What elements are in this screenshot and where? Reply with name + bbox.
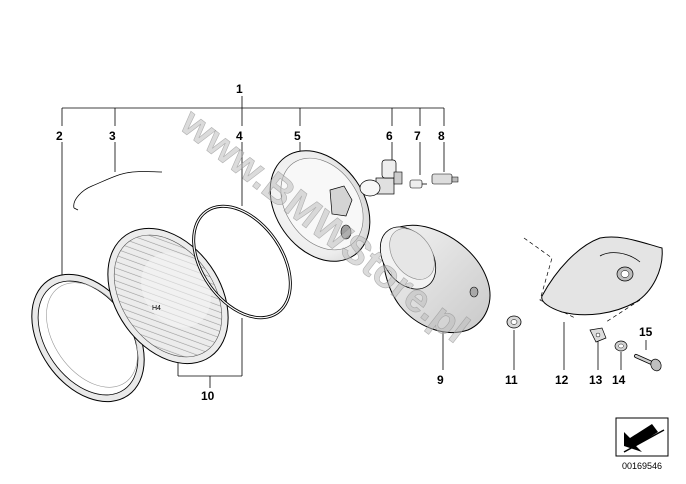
callout-15: 15 <box>639 325 653 339</box>
part-8-bulb-socket <box>431 173 459 185</box>
diagram-code: 00169546 <box>622 461 662 471</box>
callout-7: 7 <box>414 129 421 143</box>
part-3-retaining-wire <box>73 171 163 211</box>
callout-2: 2 <box>56 129 63 143</box>
callout-4: 4 <box>236 129 243 143</box>
part-5-reflector <box>269 150 371 262</box>
part-6-bulb <box>359 159 403 197</box>
callout-10: 10 <box>201 389 215 403</box>
callout-1: 1 <box>236 82 243 96</box>
callout-labels: 1 2 3 4 5 6 7 8 9 10 11 12 13 14 15 <box>56 82 653 403</box>
part-15-screw <box>634 354 662 372</box>
part-14-washer <box>614 340 628 352</box>
part-12-bracket <box>541 236 663 316</box>
part-9-housing <box>379 224 491 333</box>
callout-5: 5 <box>294 129 301 143</box>
lens-marking: H4 <box>152 305 161 312</box>
part-4-seal-ring <box>192 204 292 320</box>
callout-13: 13 <box>589 373 603 387</box>
arrow-direction-icon <box>615 417 669 457</box>
part-11-rubber-grommet <box>506 315 522 329</box>
callout-6: 6 <box>386 129 393 143</box>
callout-14: 14 <box>612 373 626 387</box>
callout-9: 9 <box>437 373 444 387</box>
part-13-clip-nut <box>589 327 607 343</box>
callout-11: 11 <box>505 373 518 387</box>
part-7-parking-bulb <box>409 179 427 189</box>
callout-12: 12 <box>555 373 569 387</box>
callout-8: 8 <box>438 129 445 143</box>
callout-3: 3 <box>109 129 116 143</box>
